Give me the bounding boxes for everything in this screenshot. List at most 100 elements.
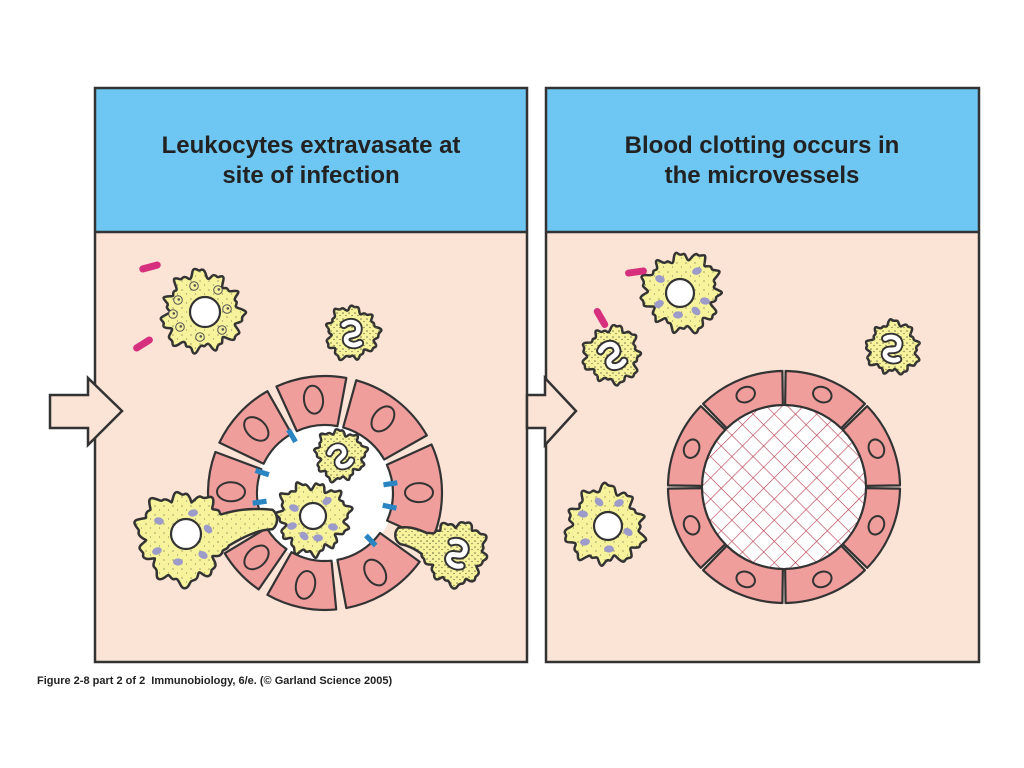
adhesion-molecule [364, 533, 378, 548]
granule [580, 538, 590, 546]
panel-header [95, 88, 527, 232]
granule [289, 504, 299, 512]
panel-frame [544, 86, 981, 664]
endothelial-nucleus [243, 416, 270, 442]
bacterium [593, 308, 609, 328]
granule [614, 499, 624, 507]
macrophage-cell [639, 251, 723, 335]
progression-arrow-left [48, 375, 124, 449]
panel-title-line: the microvessels [665, 162, 860, 189]
endothelial-nucleus [682, 515, 701, 536]
granule-core [221, 328, 225, 331]
endothelial-cell [218, 390, 293, 465]
neutrophil-cell [313, 427, 370, 484]
granule [691, 306, 701, 316]
endothelial-cell [666, 487, 727, 569]
granule-core [199, 335, 203, 338]
endothelial-cell [666, 405, 727, 487]
endothelial-nucleus [735, 385, 756, 404]
granule [654, 300, 664, 308]
lobed-nucleus [327, 444, 354, 469]
granule [154, 517, 164, 525]
granule [188, 509, 198, 517]
adhesion-molecule [252, 498, 267, 506]
endothelial-cell [342, 379, 428, 461]
granule [655, 275, 665, 283]
neutrophil-cell [324, 304, 383, 362]
granule [152, 547, 162, 555]
macrophage-cell [563, 481, 648, 567]
endothelial-cell [266, 551, 338, 612]
endothelial-cell [841, 405, 902, 487]
macrophage-cell [274, 481, 354, 560]
macrophage-cell [133, 490, 279, 590]
cell-nucleus [664, 277, 696, 309]
endothelial-nucleus [216, 481, 246, 503]
endothelial-cell [702, 544, 784, 605]
lobed-nucleus [882, 334, 902, 363]
vessel-wall-right [666, 369, 902, 605]
macrophage-cell [159, 267, 248, 355]
granule [594, 497, 604, 507]
granule [198, 551, 208, 559]
bacterium [625, 267, 647, 277]
lobed-nucleus [446, 538, 468, 569]
progression-arrow-middle [525, 374, 578, 449]
endothelial-cell [784, 369, 866, 430]
endothelial-cell [784, 544, 866, 605]
endothelial-nucleus [812, 570, 833, 589]
endothelial-nucleus [404, 482, 434, 504]
leukocytes-right [563, 251, 921, 567]
neutrophil-cell [864, 318, 921, 376]
adhesion-molecule [286, 428, 298, 444]
cell-nucleus [188, 295, 222, 329]
endothelial-nucleus [370, 405, 396, 433]
adhesion-molecule [383, 480, 398, 488]
endothelial-nucleus [243, 544, 270, 571]
granule [328, 523, 338, 531]
cell-nucleus [298, 501, 328, 531]
endothelial-cell [385, 443, 444, 542]
panel-title-line: site of infection [222, 162, 399, 189]
adhesion-molecule [382, 502, 397, 511]
blood-clot [701, 404, 867, 570]
endothelial-nucleus [867, 438, 886, 459]
endothelial-nucleus [735, 570, 756, 589]
panel-right: Blood clotting occurs in the microvessel… [544, 86, 981, 664]
lobed-nucleus [341, 319, 363, 348]
bacteria-right [593, 267, 647, 328]
endothelial-nucleus [682, 438, 701, 459]
bacterium [139, 261, 161, 273]
granule [313, 534, 323, 542]
granule-core [177, 298, 181, 301]
endothelial-nucleus [363, 558, 388, 587]
granule [173, 558, 183, 566]
granule-core [193, 284, 197, 287]
cell-nucleus [169, 517, 203, 551]
endothelial-nucleus [294, 570, 317, 600]
bacterium [133, 336, 153, 352]
granule-core [217, 288, 221, 291]
panel-header [546, 88, 979, 232]
figure-caption: Figure 2-8 part 2 of 2 Immunobiology, 6/… [37, 675, 393, 687]
panel-left: Leukocytes extravasate at site of infect… [93, 86, 529, 664]
neutrophil-cell [581, 323, 643, 387]
adhesion-molecule [254, 467, 270, 478]
panel-title-line: Leukocytes extravasate at [162, 132, 461, 159]
endothelial-cell [702, 369, 784, 430]
granule [623, 528, 633, 536]
cell-nucleus [592, 510, 624, 542]
neutrophil-cell [394, 521, 489, 590]
leukocytes-left [133, 267, 489, 590]
granule [673, 311, 683, 319]
granule-core [226, 307, 230, 310]
panel-title-line: Blood clotting occurs in [625, 132, 900, 159]
vessel-wall-left [206, 374, 444, 612]
granule-core [179, 325, 183, 328]
granule [203, 524, 213, 534]
granule-core [172, 312, 176, 315]
granule [700, 297, 710, 305]
endothelial-nucleus [867, 515, 886, 536]
granule [604, 545, 614, 553]
